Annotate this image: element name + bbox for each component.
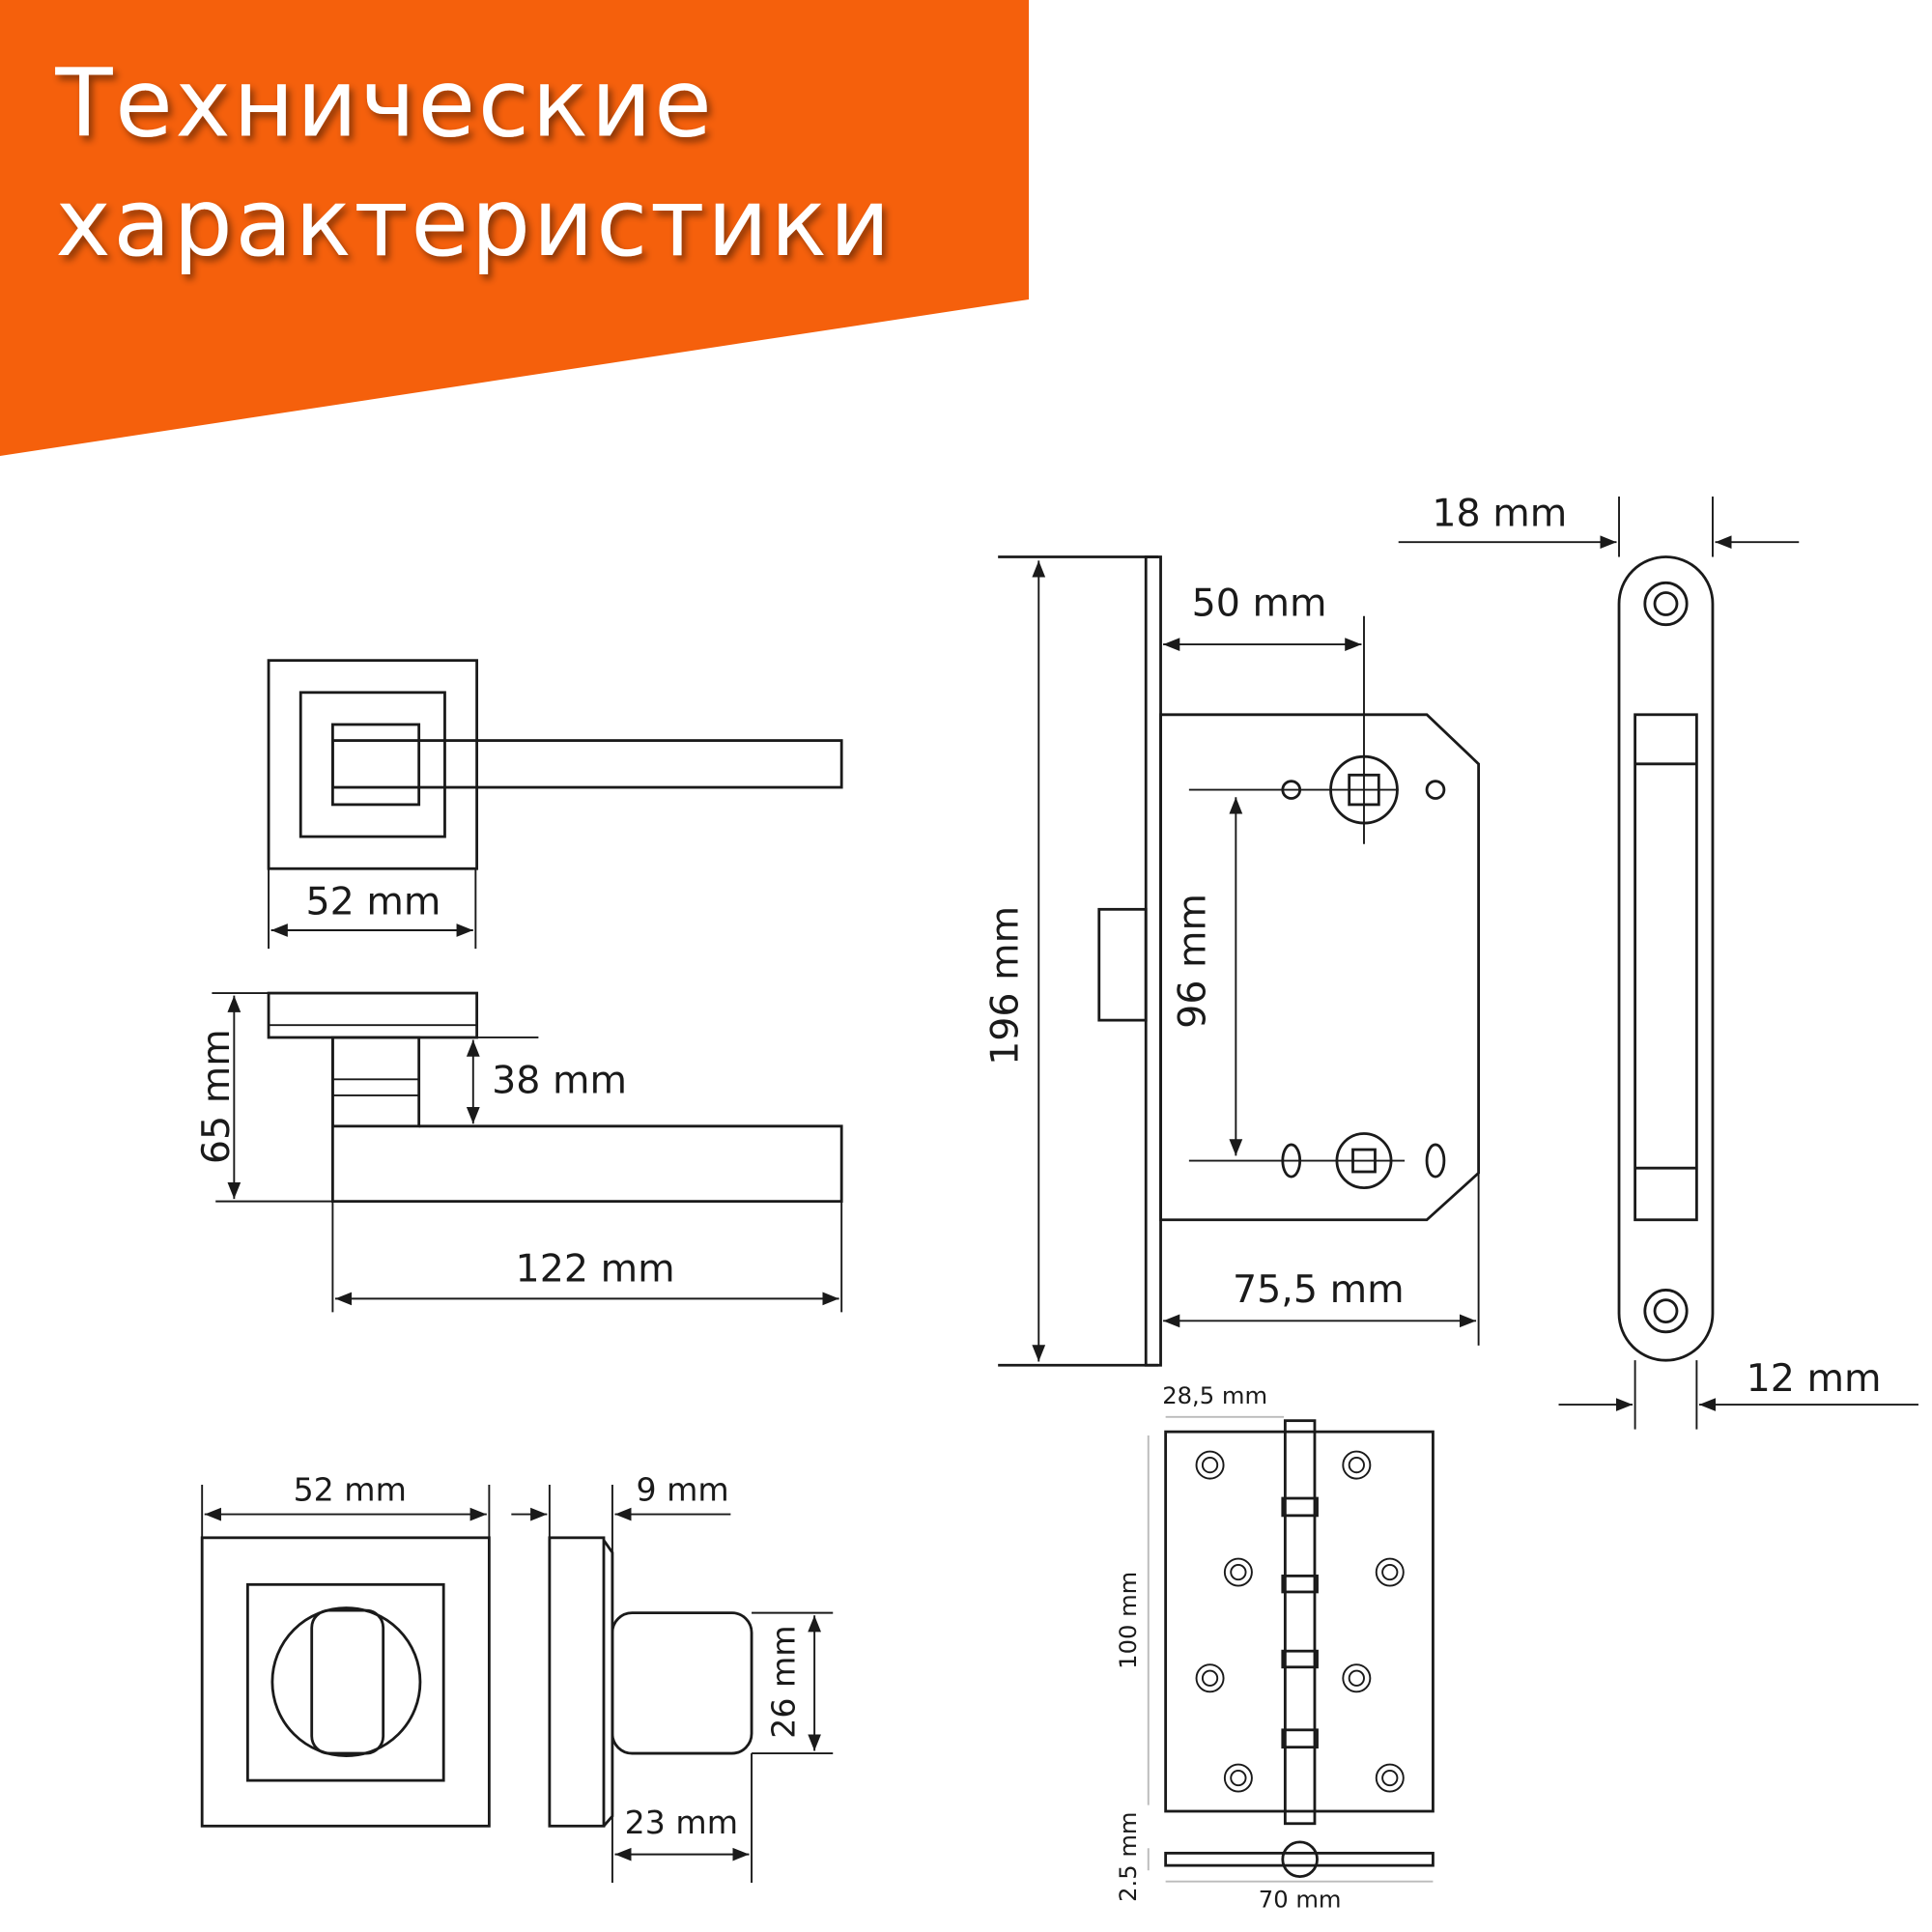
title-line-2: характеристики	[55, 168, 893, 277]
hinge-thickness-label: 2.5 mm	[1115, 1811, 1142, 1901]
hinge-view: 28,5 mm 100 mm 2.5 mm 70 mm	[1115, 1382, 1435, 1913]
handle-length-label: 122 mm	[516, 1247, 675, 1292]
hinge-leaf-width-label: 28,5 mm	[1162, 1382, 1267, 1409]
hinge-open-width-label: 70 mm	[1259, 1886, 1342, 1913]
handle-rose-width-label: 52 mm	[306, 879, 441, 923]
thumbturn-knob-height-label: 26 mm	[765, 1625, 803, 1738]
thumbturn-view: 52 mm 9 mm 26 mm 23 mm	[200, 1471, 834, 1883]
lock-faceplate-width-label: 18 mm	[1432, 492, 1567, 536]
lock-height-label: 196 mm	[983, 906, 1028, 1065]
hinge-screw-holes	[1195, 1450, 1405, 1793]
lock-backset-label: 50 mm	[1192, 582, 1327, 626]
banner-background	[0, 0, 1030, 456]
lock-center-distance-label: 96 mm	[1170, 894, 1214, 1029]
lock-body-view: 196 mm 50 mm 96 mm 75,5 mm	[983, 555, 1481, 1367]
thumbturn-rose-width-label: 52 mm	[294, 1471, 407, 1509]
hinge-height-label: 100 mm	[1115, 1572, 1142, 1669]
thumbturn-knob-depth-label: 23 mm	[625, 1804, 738, 1841]
thumbturn-thickness-label: 9 mm	[637, 1471, 729, 1509]
lock-faceplate-view: 18 mm 12 mm	[1398, 492, 1918, 1430]
handle-neck-height-label: 38 mm	[492, 1058, 627, 1102]
lock-depth-label: 75,5 mm	[1233, 1267, 1405, 1312]
handle-front-view: 52 mm	[267, 659, 843, 950]
title-banner: Технические характеристики	[0, 0, 1030, 456]
title-line-1: Технические	[54, 48, 714, 157]
handle-side-view: 65 mm 38 mm 122 mm	[194, 991, 843, 1313]
handle-height-label: 65 mm	[194, 1029, 239, 1164]
lock-body-width-label: 12 mm	[1747, 1356, 1882, 1401]
